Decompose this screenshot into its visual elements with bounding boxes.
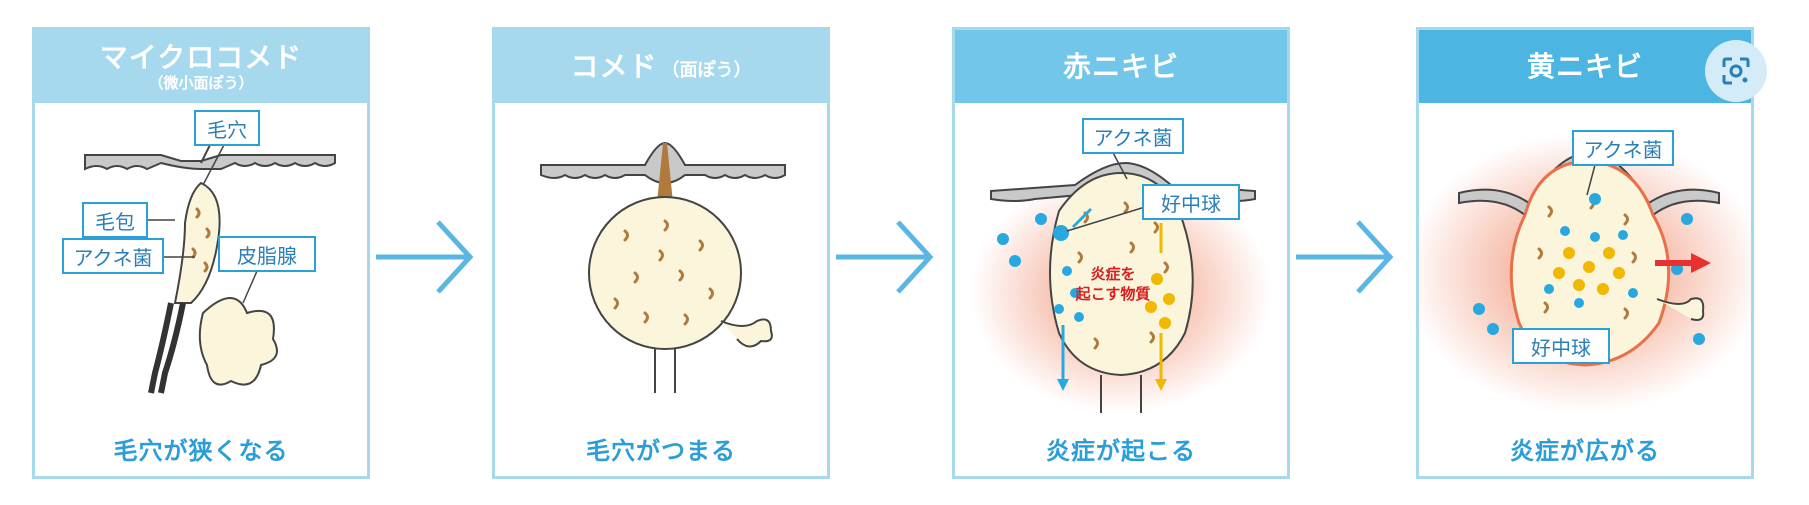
- hair: [148, 302, 186, 394]
- panel-caption: 毛穴がつまる: [586, 437, 736, 465]
- bacteria-cluster: [613, 219, 714, 326]
- label-bacteria: アクネ菌: [1094, 126, 1173, 150]
- red-pimple-illustration: アクネ菌 好中球 炎症を 起こす物質: [971, 118, 1271, 413]
- chevron-right-arrow-icon: [1296, 220, 1394, 294]
- label-pore: 毛穴: [207, 118, 247, 142]
- panel-title: マイクロコメド: [99, 40, 303, 74]
- panel-caption: 炎症が広がる: [1510, 437, 1660, 465]
- stage-panel-microcomedo: マイクロコメド （微小面ぽう） 毛穴 毛包 アクネ菌 皮脂腺 毛穴が狭くなる: [32, 27, 370, 479]
- panel-caption: 炎症が起こる: [1046, 437, 1196, 465]
- label-inflammatory-substance-line2: 起こす物質: [1075, 285, 1151, 303]
- panel-header: コメド （面ぽう）: [495, 30, 827, 103]
- label-neutrophil: 好中球: [1161, 192, 1221, 216]
- google-lens-button[interactable]: [1705, 40, 1767, 102]
- panel-header: 赤ニキビ: [955, 30, 1287, 103]
- chevron-right-arrow-icon: [376, 220, 474, 294]
- panel-title: コメド: [570, 49, 658, 83]
- neutrophil-dots: [1473, 193, 1705, 345]
- yellow-pimple-illustration: アクネ菌 好中球: [1419, 130, 1751, 413]
- follicle: [173, 181, 221, 304]
- pus-dots: [1553, 247, 1625, 295]
- label-inflammatory-substance-line1: 炎症を: [1090, 265, 1135, 283]
- panel-title: 黄ニキビ: [1526, 49, 1643, 83]
- label-neutrophil: 好中球: [1531, 336, 1591, 360]
- panel-caption: 毛穴が狭くなる: [113, 437, 289, 465]
- skin-surface: [84, 154, 336, 171]
- neutrophil-dots: [997, 213, 1084, 322]
- microcomedo-illustration: 毛穴 毛包 アクネ菌 皮脂腺: [62, 110, 336, 394]
- panel-subtitle: （面ぽう）: [661, 59, 752, 81]
- label-follicle: 毛包: [95, 210, 135, 234]
- stage-panel-yellow-pimple: 黄ニキビ アクネ菌 好中球 炎: [1416, 27, 1754, 479]
- google-lens-icon: [1722, 57, 1750, 85]
- plug: [657, 143, 673, 203]
- panel-subtitle: （微小面ぽう）: [148, 73, 254, 92]
- chevron-right-arrow-icon: [836, 220, 934, 294]
- substance-dots: [1145, 273, 1175, 329]
- stage-panel-red-pimple: 赤ニキビ アクネ菌: [952, 27, 1290, 479]
- label-sebaceous-gland: 皮脂腺: [237, 244, 297, 268]
- label-bacteria: アクネ菌: [74, 246, 153, 270]
- label-bacteria: アクネ菌: [1584, 138, 1663, 162]
- panel-header: マイクロコメド （微小面ぽう）: [35, 30, 367, 103]
- panel-title: 赤ニキビ: [1062, 49, 1179, 83]
- stage-panel-comedo: コメド （面ぽう） 毛穴がつまる: [492, 27, 830, 479]
- comedo-illustration: [540, 141, 786, 393]
- panel-header: 黄ニキビ: [1419, 30, 1751, 103]
- sebaceous-gland: [198, 297, 278, 386]
- outflow-arrow: [1691, 253, 1711, 273]
